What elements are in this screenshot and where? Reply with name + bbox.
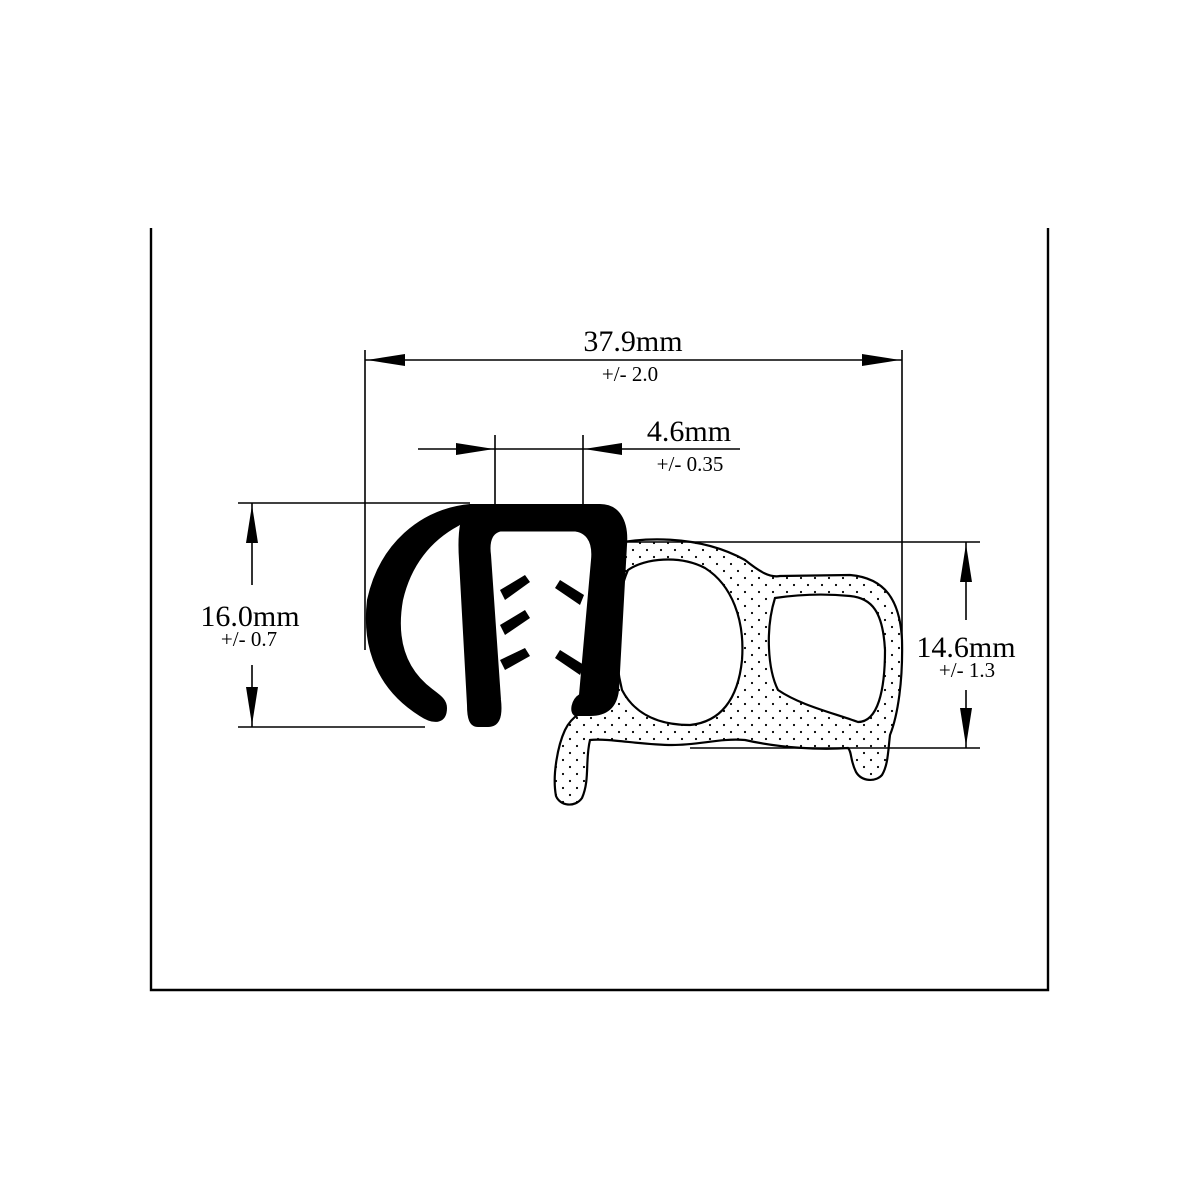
arrowhead (246, 687, 258, 725)
dimension-clip-height: 16.0mm +/- 0.7 (200, 502, 470, 728)
clip-profile (365, 503, 628, 727)
drawing-frame (149, 228, 1050, 992)
arrowhead (456, 443, 494, 455)
dimension-overall-width: 37.9mm +/- 2.0 (364, 325, 903, 650)
dimension-tolerance: +/- 1.3 (939, 658, 995, 682)
arrowhead (246, 505, 258, 543)
arrowhead (960, 708, 972, 746)
arrowhead (584, 443, 622, 455)
clip-outer-lip (365, 503, 474, 722)
dimension-bulb-height: 14.6mm +/- 1.3 (620, 541, 1016, 749)
sponge-bulb (553, 538, 904, 806)
clip-grip-fingers (500, 575, 584, 675)
arrowhead (960, 544, 972, 582)
arrowhead (367, 354, 405, 366)
sponge-bulb-body (553, 538, 904, 806)
dimension-value: 37.9mm (583, 325, 682, 358)
dimension-value: 14.6mm (916, 631, 1015, 664)
grip-finger (555, 580, 584, 605)
clip-inner-liner (480, 528, 600, 701)
dimension-value: 16.0mm (200, 600, 299, 633)
grip-finger (555, 650, 584, 675)
arrowhead (862, 354, 900, 366)
grip-finger (500, 610, 530, 635)
dimension-value: 4.6mm (647, 415, 731, 448)
dimension-tolerance: +/- 0.35 (657, 452, 724, 476)
grip-finger (500, 575, 530, 600)
grip-finger (500, 648, 530, 670)
dimension-tolerance: +/- 0.7 (221, 627, 277, 651)
dimension-slot-width: 4.6mm +/- 0.35 (418, 415, 740, 505)
dimension-tolerance: +/- 2.0 (602, 362, 658, 386)
